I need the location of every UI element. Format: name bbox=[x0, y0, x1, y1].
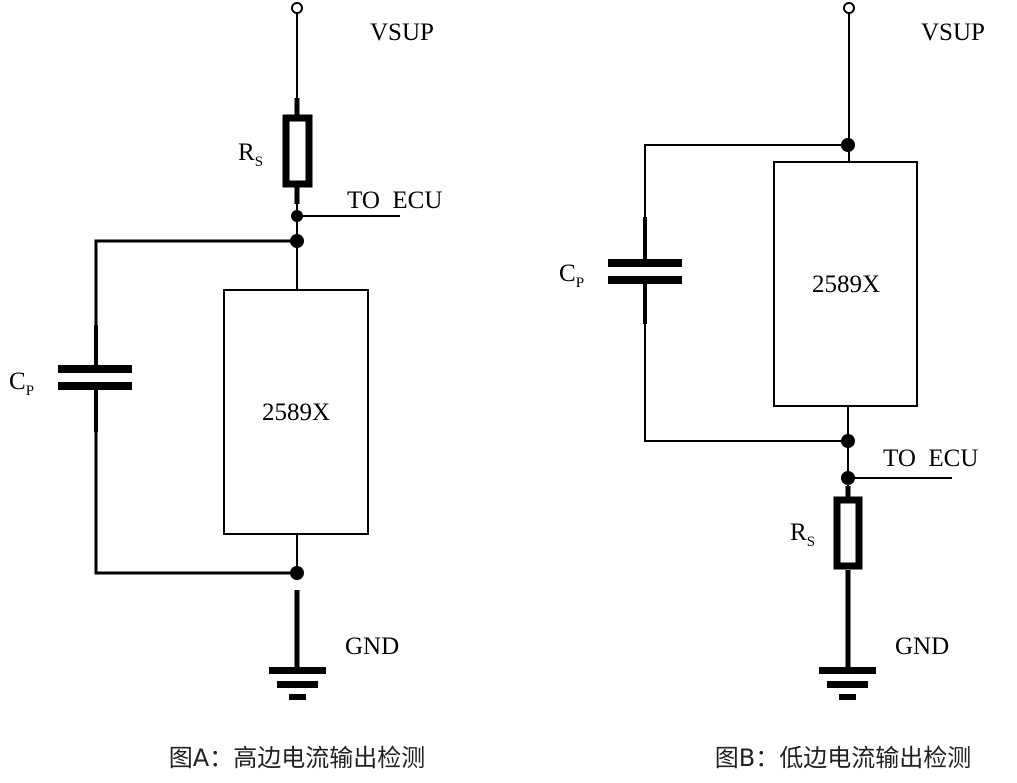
ground-icon bbox=[819, 667, 876, 700]
chip-label: 2589X bbox=[262, 399, 330, 426]
diagram-b: VSUP CP 2589X TO ECU RS GND 图B：低边电流输出检 bbox=[559, 2, 985, 772]
capacitor-plate bbox=[608, 259, 682, 267]
ground-icon bbox=[269, 667, 326, 700]
capacitor-plate bbox=[58, 365, 132, 373]
chip-2589x bbox=[223, 289, 369, 535]
chip-2589x bbox=[773, 161, 918, 407]
resistor-label: RS bbox=[790, 519, 815, 550]
wire bbox=[644, 324, 848, 442]
junction-dot bbox=[290, 566, 304, 580]
caption-b: 图B：低边电流输出检测 bbox=[715, 744, 971, 772]
ground-label: GND bbox=[345, 633, 399, 660]
resistor-rs-icon bbox=[833, 496, 863, 570]
supply-terminal-icon bbox=[843, 2, 855, 14]
capacitor-label: CP bbox=[559, 260, 584, 291]
supply-label: VSUP bbox=[921, 19, 985, 46]
output-label: TO ECU bbox=[883, 445, 978, 472]
supply-terminal-icon bbox=[291, 2, 303, 14]
capacitor-label: CP bbox=[9, 368, 34, 399]
caption-a: 图A：高边电流输出检测 bbox=[169, 744, 425, 772]
diagram-a: VSUP RS TO ECU CP 2589X GND 图A：高边 bbox=[9, 2, 442, 772]
capacitor-plate bbox=[608, 276, 682, 284]
resistor-label: RS bbox=[238, 139, 263, 170]
ground-label: GND bbox=[895, 633, 949, 660]
wire bbox=[644, 144, 848, 217]
supply-label: VSUP bbox=[370, 19, 434, 46]
wire bbox=[94, 432, 297, 575]
resistor-rs-icon bbox=[282, 114, 313, 188]
capacitor-plate bbox=[58, 382, 132, 390]
wire bbox=[94, 239, 297, 325]
junction-dot bbox=[841, 434, 855, 448]
chip-label: 2589X bbox=[812, 271, 880, 298]
output-label: TO ECU bbox=[347, 187, 442, 214]
